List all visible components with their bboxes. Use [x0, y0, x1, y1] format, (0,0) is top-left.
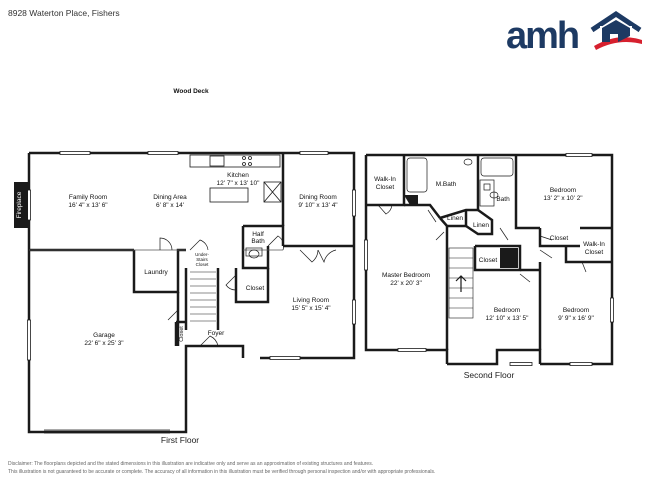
house-swoosh-icon: [594, 37, 642, 50]
bedroom-right-label: Bedroom: [563, 307, 589, 314]
master-bedroom-label: Master Bedroom: [382, 272, 430, 279]
house-roof-icon: [590, 10, 642, 33]
dining-area-dims: 6' 8" x 14': [156, 202, 184, 209]
closet-label: Closet: [246, 285, 265, 292]
under-stairs-label-1: Under-: [195, 252, 209, 257]
amh-logo: amh: [506, 10, 642, 54]
master-bedroom-dims: 22' x 20' 3": [390, 280, 422, 287]
under-stairs-label-2: Stairs: [196, 257, 208, 262]
svg-text:amh: amh: [506, 15, 578, 54]
garage-label: Garage: [93, 332, 115, 339]
family-room-dims: 16' 4" x 13' 6": [68, 202, 108, 209]
dining-room-dims: 9' 10" x 13' 4": [298, 202, 338, 209]
foyer-label: Foyer: [208, 330, 225, 337]
kitchen-dims: 12' 7" x 13' 10": [217, 180, 261, 187]
fireplace-block: [14, 182, 28, 228]
walk-in-closet-2-label-2: Closet: [585, 249, 604, 256]
laundry-label: Laundry: [144, 269, 168, 276]
closet-right-label: Closet: [550, 235, 569, 242]
living-room-dims: 15' 5" x 15' 4": [291, 305, 331, 312]
bedroom-top-dims: 13' 2" x 10' 2": [543, 195, 583, 202]
wood-deck-label: Wood Deck: [173, 88, 209, 95]
fireplace-label: Fireplace: [16, 191, 23, 218]
m-bath-label: M.Bath: [436, 181, 457, 188]
bath-label: Bath: [496, 196, 510, 203]
linen-1-label: Linen: [447, 215, 463, 222]
property-address: 8928 Waterton Place, Fishers: [8, 8, 120, 18]
bedroom-top-label: Bedroom: [550, 187, 576, 194]
walk-in-closet-1-label-1: Walk-In: [374, 176, 396, 183]
walk-in-closet-1-label-2: Closet: [376, 184, 395, 191]
half-bath-label-2: Bath: [251, 238, 265, 245]
second-floor-caption: Second Floor: [464, 370, 515, 380]
garage-dims: 22' 6" x 25' 3": [84, 340, 124, 347]
bedroom-right-dims: 9' 9" x 16' 9": [558, 315, 594, 322]
kitchen-label: Kitchen: [227, 172, 249, 179]
family-room-label: Family Room: [69, 194, 107, 201]
dining-room-label: Dining Room: [299, 194, 337, 201]
chimney-block: [500, 248, 518, 268]
disclaimer-line-2: This illustration is not guaranteed to b…: [8, 469, 436, 475]
dining-area-label: Dining Area: [153, 194, 187, 201]
half-bath-label-1: Half: [252, 231, 264, 238]
disclaimer-line-1: Disclaimer: The floorplans depicted and …: [8, 461, 374, 467]
first-floor-caption: First Floor: [161, 435, 199, 445]
under-stairs-label-3: Closet: [196, 262, 210, 267]
living-room-label: Living Room: [293, 297, 329, 304]
closet-mid-label: Closet: [479, 257, 498, 264]
linen-2-label: Linen: [473, 222, 489, 229]
foyer-closet-label: Closet: [179, 326, 185, 342]
bedroom-mid-dims: 12' 10" x 13' 5": [486, 315, 530, 322]
bedroom-mid-label: Bedroom: [494, 307, 520, 314]
walk-in-closet-2-label-1: Walk-In: [583, 241, 605, 248]
